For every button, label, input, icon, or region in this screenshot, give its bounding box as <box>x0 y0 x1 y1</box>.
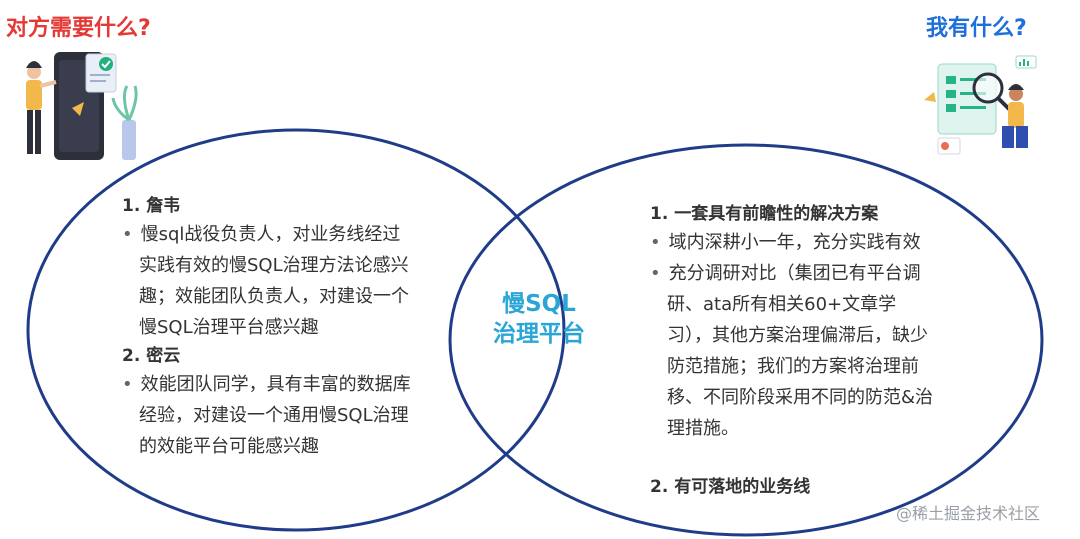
bullet-dot-icon: • <box>650 232 661 253</box>
list-item-continued: 实践有效的慢SQL治理方法论感兴 <box>139 250 411 281</box>
watermark: @稀土掘金技术社区 <box>896 500 1040 524</box>
list-item-continued: 慢SQL治理平台感兴趣 <box>139 312 411 343</box>
list-item-continued: 的效能平台可能感兴趣 <box>139 431 411 462</box>
list-item-continued: 防范措施；我们的方案将治理前 <box>667 351 933 382</box>
solution-title: 1. 一套具有前瞻性的解决方案 <box>650 201 933 227</box>
text-line: 移、不同阶段采用不同的防范&治 <box>667 387 933 408</box>
bullet-dot-icon: • <box>122 224 133 245</box>
text-line: 的效能平台可能感兴趣 <box>139 436 319 457</box>
list-item-continued: 趣；效能团队负责人，对建设一个 <box>139 281 411 312</box>
person-with-phone-illustration <box>14 50 154 165</box>
text-line: 趣；效能团队负责人，对建设一个 <box>139 286 409 307</box>
left-panel: 1. 詹韦 • 慢sql战役负责人，对业务线经过 实践有效的慢SQL治理方法论感兴… <box>122 193 411 462</box>
list-item-continued: 经验，对建设一个通用慢SQL治理 <box>139 400 411 431</box>
text-line: 实践有效的慢SQL治理方法论感兴 <box>139 255 409 276</box>
text-line: 习），其他方案治理偏滞后，缺少 <box>667 325 928 346</box>
text-line: 效能团队同学，具有丰富的数据库 <box>141 374 411 395</box>
list-item-continued: 研、ata所有相关60+文章学 <box>667 289 933 320</box>
text-line: 防范措施；我们的方案将治理前 <box>667 356 919 377</box>
center-label: 慢SQL 治理平台 <box>486 289 592 349</box>
text-line: 理措施。 <box>667 418 739 439</box>
list-item: • 域内深耕小一年，充分实践有效 <box>650 227 933 258</box>
right-panel: 1. 一套具有前瞻性的解决方案 • 域内深耕小一年，充分实践有效 • 充分调研对比（… <box>650 201 933 500</box>
list-item: • 慢sql战役负责人，对业务线经过 <box>122 219 411 250</box>
bullet-dot-icon: • <box>122 374 133 395</box>
text-line: 域内深耕小一年，充分实践有效 <box>669 232 921 253</box>
section-title-1: 1. 詹韦 <box>122 193 411 219</box>
text-line: 慢SQL治理平台感兴趣 <box>139 317 319 338</box>
person-with-magnifier-illustration <box>918 50 1048 168</box>
center-label-line1: 慢SQL <box>486 289 592 319</box>
bullet-dot-icon: • <box>650 263 661 284</box>
business-line-title: 2. 有可落地的业务线 <box>650 474 933 500</box>
text-line: 慢sql战役负责人，对业务线经过 <box>141 224 401 245</box>
section-title-2: 2. 密云 <box>122 343 411 369</box>
text-line: 经验，对建设一个通用慢SQL治理 <box>139 405 409 426</box>
list-item-continued: 习），其他方案治理偏滞后，缺少 <box>667 320 933 351</box>
list-item: • 充分调研对比（集团已有平台调 <box>650 258 933 289</box>
list-item-continued: 移、不同阶段采用不同的防范&治 <box>667 382 933 413</box>
list-item-continued: 理措施。 <box>667 413 933 444</box>
list-item: • 效能团队同学，具有丰富的数据库 <box>122 369 411 400</box>
text-line: 研、ata所有相关60+文章学 <box>667 294 896 315</box>
center-label-line2: 治理平台 <box>486 319 592 349</box>
text-line: 充分调研对比（集团已有平台调 <box>669 263 921 284</box>
